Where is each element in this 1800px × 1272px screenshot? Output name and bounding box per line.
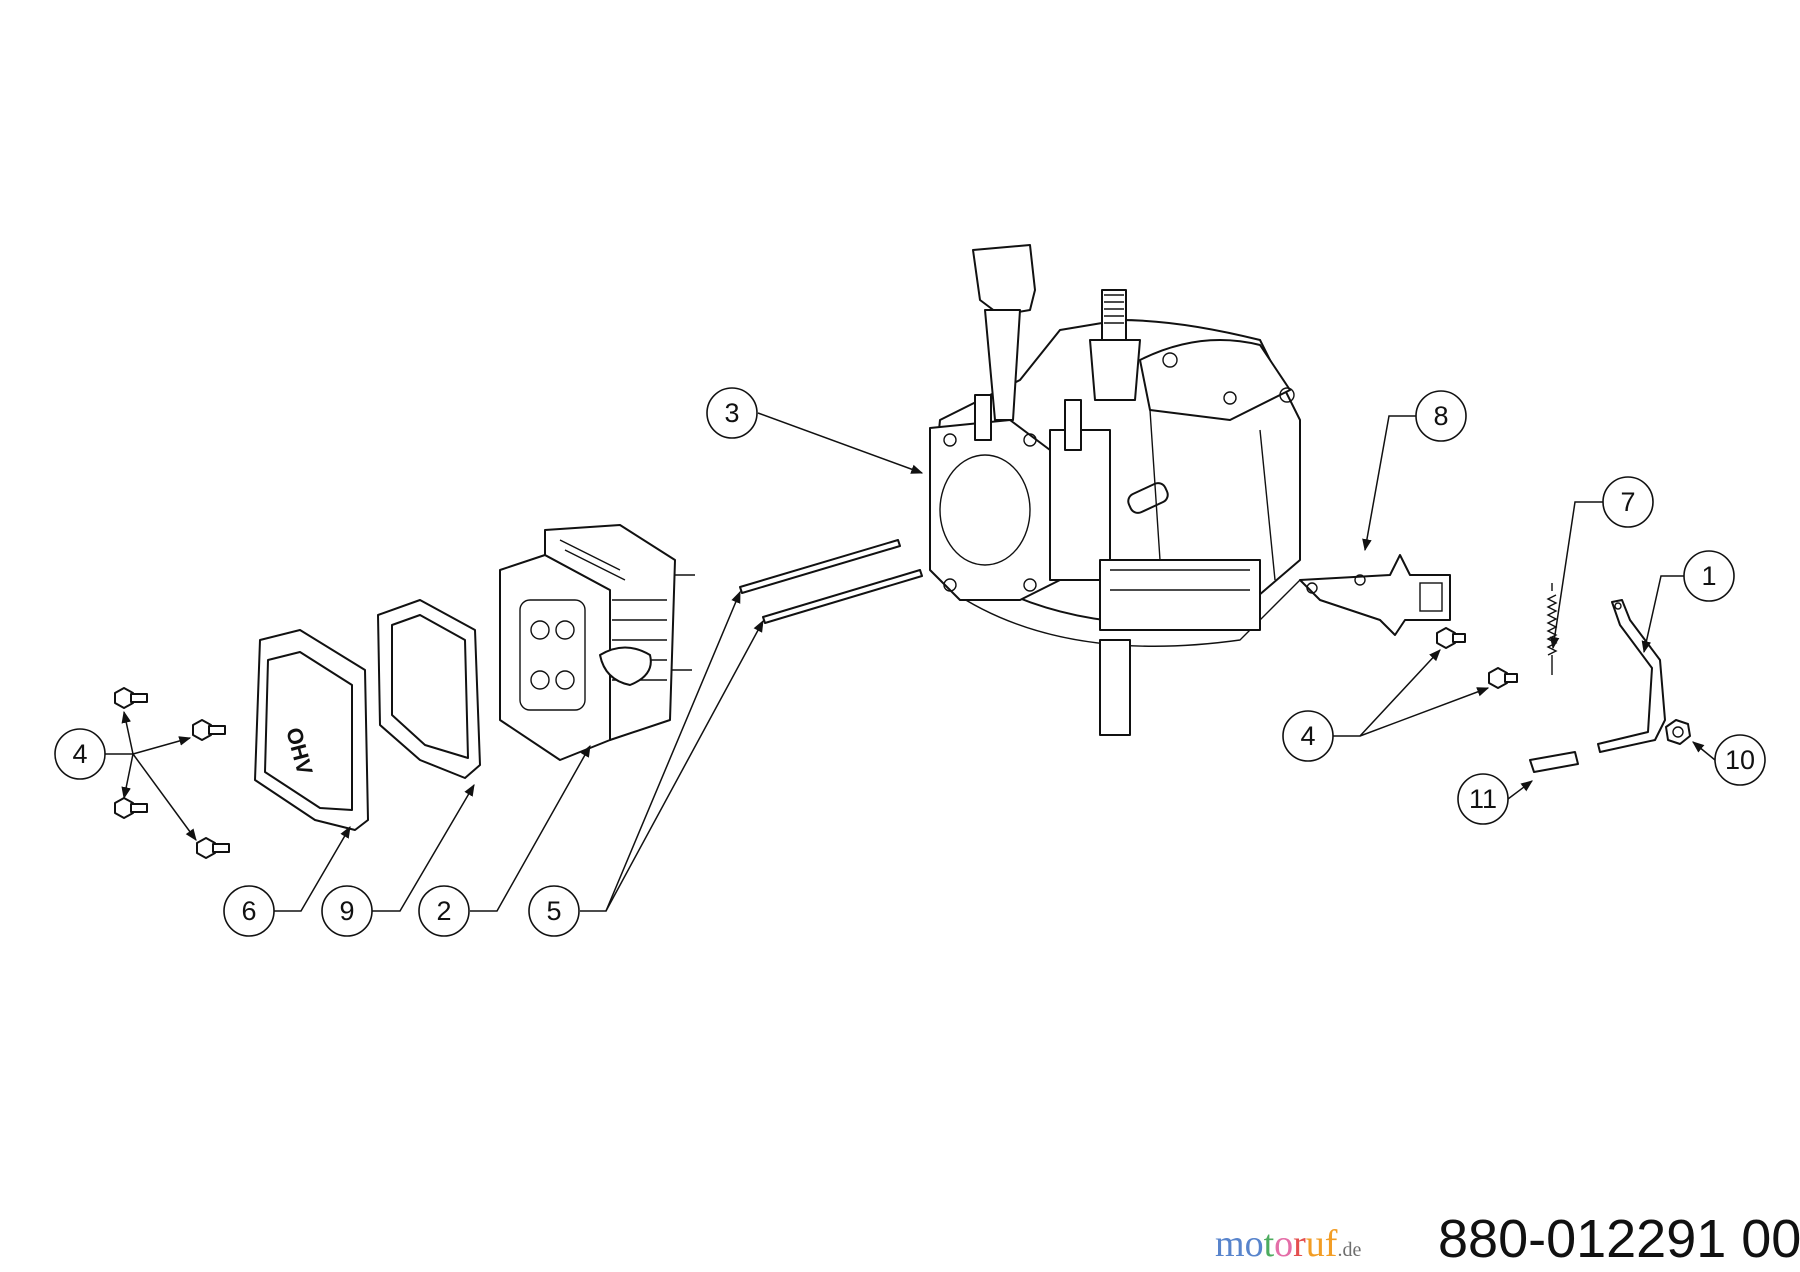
watermark-logo: motoruf.de — [1215, 1222, 1361, 1266]
svg-text:10: 10 — [1725, 745, 1755, 775]
svg-text:6: 6 — [241, 896, 256, 926]
engine-crankcase — [929, 244, 1301, 736]
callout-9: 9 — [321, 885, 373, 937]
head-gasket — [377, 599, 481, 779]
svg-text:8: 8 — [1433, 401, 1448, 431]
governor-lever — [1597, 599, 1666, 753]
callout-5: 5 — [528, 885, 580, 937]
lever-nut — [1665, 719, 1691, 745]
watermark-letter: r — [1293, 1223, 1306, 1265]
watermark-letter: .de — [1337, 1239, 1362, 1261]
document-number: 880-012291 00 — [1438, 1209, 1800, 1269]
svg-text:7: 7 — [1620, 487, 1635, 517]
svg-text:3: 3 — [724, 398, 739, 428]
callout-1: 1 — [1683, 550, 1735, 602]
watermark-letter: o — [1244, 1223, 1264, 1265]
cylinder-head — [499, 524, 695, 761]
governor-shaft-key — [1529, 751, 1579, 773]
watermark-letter: m — [1215, 1223, 1245, 1265]
valve-cover: OHV — [254, 629, 369, 831]
svg-text:5: 5 — [546, 896, 561, 926]
crankshaft-pto — [1099, 639, 1131, 736]
callout-7: 7 — [1602, 476, 1654, 528]
cylinder-flange — [929, 419, 1061, 601]
pushrods — [739, 539, 923, 624]
callout-3: 3 — [706, 387, 758, 439]
svg-text:11: 11 — [1469, 784, 1497, 814]
svg-text:1: 1 — [1701, 561, 1716, 591]
watermark-letter: u — [1305, 1223, 1325, 1265]
governor-bracket — [1299, 554, 1451, 636]
watermark-letter: f — [1324, 1223, 1338, 1265]
oil-fill-tube — [984, 309, 1021, 421]
callout-2: 2 — [418, 885, 470, 937]
governor-spring — [1546, 583, 1558, 675]
leader-lines — [105, 412, 1716, 912]
bolts-left — [114, 687, 230, 859]
callout-4-left: 4 — [54, 728, 106, 780]
bolts-right — [1436, 627, 1518, 689]
svg-text:2: 2 — [436, 896, 451, 926]
svg-text:4: 4 — [1300, 721, 1315, 751]
callout-8: 8 — [1415, 390, 1467, 442]
svg-text:9: 9 — [339, 896, 354, 926]
callout-10: 10 — [1714, 734, 1766, 786]
callout-6: 6 — [223, 885, 275, 937]
svg-text:4: 4 — [72, 739, 87, 769]
callout-11: 11 — [1457, 773, 1509, 825]
crankshaft-top — [1101, 289, 1127, 341]
watermark-letter: t — [1263, 1223, 1275, 1265]
watermark-letter: o — [1274, 1223, 1294, 1265]
oil-fill-cap — [972, 244, 1036, 316]
callout-4-right: 4 — [1282, 710, 1334, 762]
